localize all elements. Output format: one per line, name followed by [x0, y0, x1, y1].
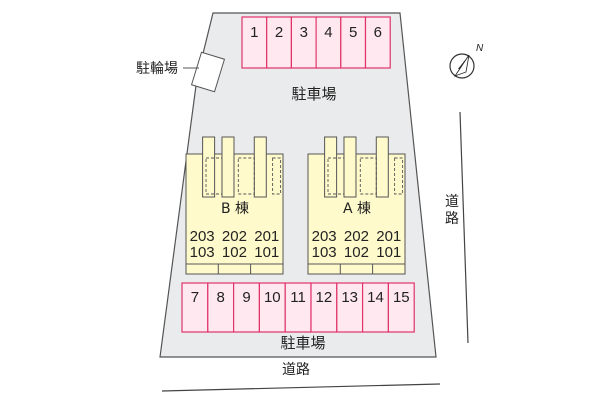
north-arrow-icon: N: [449, 43, 484, 79]
unit-number: 203: [312, 228, 337, 245]
parking-space-number: 3: [300, 24, 308, 41]
unit-number: 103: [312, 244, 337, 261]
entry-pocket: [394, 157, 404, 195]
parking-space: [315, 16, 342, 69]
parking-space: [290, 16, 317, 69]
parking-space-number: 10: [264, 289, 281, 306]
parking-space: [387, 282, 415, 333]
road-east-label-2: 路: [445, 211, 459, 227]
parking-space-number: 5: [349, 24, 357, 41]
unit-number: 201: [376, 228, 401, 245]
entry-pocket: [272, 157, 282, 195]
entry-pocket: [359, 157, 377, 195]
unit-number: 101: [254, 244, 279, 261]
parking-top-label: 駐車場: [291, 85, 336, 103]
stair-tower: [324, 136, 338, 198]
parking-space: [207, 282, 235, 333]
road-south-line: [161, 383, 441, 392]
stair-tower: [221, 136, 235, 198]
unit-number: 102: [344, 244, 369, 261]
buildings-group: B 棟 203 202 201 103 102 101 A 棟 203 202 201 103 102 1…: [185, 136, 406, 275]
stair-tower: [202, 136, 216, 198]
road-east-label-1: 道: [445, 194, 459, 210]
parking-space-number: 11: [290, 289, 306, 306]
parking-space-number: 12: [316, 289, 333, 306]
building: A 棟 203 202 201 103 102 101: [307, 136, 406, 275]
parking-space-number: 14: [367, 289, 384, 306]
parking-space-number: 6: [374, 24, 382, 41]
parking-space-number: 15: [393, 289, 410, 306]
building: B 棟 203 202 201 103 102 101: [185, 136, 284, 275]
building-name: B 棟: [221, 201, 249, 217]
unit-number: 203: [190, 228, 215, 245]
parking-space-number: 2: [275, 24, 283, 41]
parking-space-number: 1: [250, 24, 258, 41]
road-south-label: 道路: [282, 362, 310, 378]
unit-number: 202: [344, 228, 369, 245]
building-balcony: [307, 263, 406, 275]
unit-number: 102: [222, 244, 247, 261]
entry-pocket: [205, 157, 223, 195]
stair-tower: [253, 136, 267, 198]
parking-space: [284, 282, 312, 333]
parking-space: [181, 282, 209, 333]
parking-space-number: 7: [191, 289, 199, 306]
unit-number: 103: [190, 244, 215, 261]
parking-space-number: 9: [242, 289, 250, 306]
parking-space-number: 4: [324, 24, 332, 41]
building-balcony: [185, 263, 284, 275]
unit-number: 101: [376, 244, 401, 261]
parking-space: [364, 16, 391, 69]
parking-space: [340, 16, 367, 69]
entry-pocket: [237, 157, 255, 195]
stair-tower: [343, 136, 357, 198]
unit-number: 201: [254, 228, 279, 245]
parking-space-number: 13: [341, 289, 358, 306]
bicycle-parking-label: 駐輪場: [136, 60, 178, 77]
unit-number: 202: [222, 228, 247, 245]
road-east-line: [459, 111, 469, 344]
parking-space: [362, 282, 390, 333]
north-arrow-label: N: [476, 43, 484, 54]
entry-pocket: [327, 157, 345, 195]
parking-space-number: 8: [217, 289, 225, 306]
building-name: A 棟: [343, 201, 371, 217]
parking-bottom-label: 駐車場: [280, 334, 325, 352]
stair-tower: [375, 136, 389, 198]
parking-space: [266, 16, 293, 69]
parking-space: [233, 282, 261, 333]
parking-space: [336, 282, 364, 333]
